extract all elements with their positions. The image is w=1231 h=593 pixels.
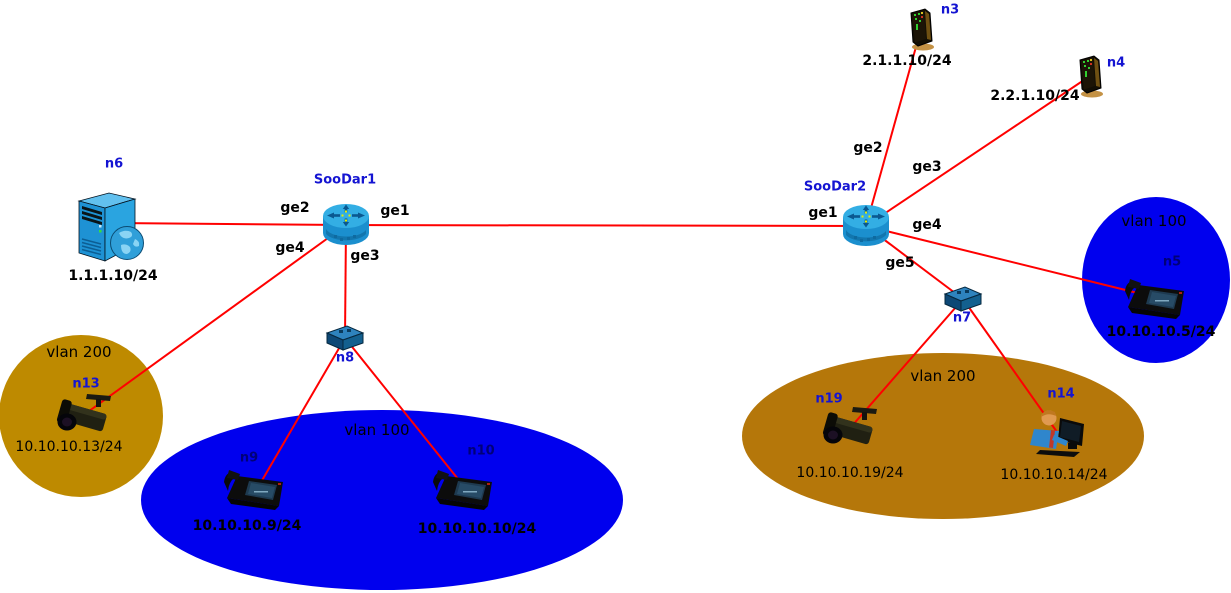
cctv-camera-icon[interactable] bbox=[53, 391, 117, 437]
switch-icon[interactable] bbox=[942, 284, 984, 314]
server-tower-icon[interactable] bbox=[906, 7, 936, 51]
interface-label-SooDar1-ge4: ge4 bbox=[275, 240, 305, 256]
link-n6-SooDar1[interactable] bbox=[108, 222, 347, 226]
interface-label-SooDar1-ge3: ge3 bbox=[350, 248, 380, 264]
link-n8-n10[interactable] bbox=[344, 337, 467, 490]
interface-label-SooDar2-ge5: ge5 bbox=[885, 255, 915, 271]
ip-phone-icon[interactable] bbox=[1122, 275, 1194, 321]
interface-label-SooDar2-ge4: ge4 bbox=[912, 217, 942, 233]
node-label: n8 bbox=[335, 350, 355, 366]
node-label: n10 bbox=[467, 443, 495, 459]
server-tower-icon[interactable] bbox=[1075, 54, 1105, 98]
vlan-ellipse-vlan100-bottom[interactable] bbox=[141, 410, 623, 590]
node-ip-label: 10.10.10.9/24 bbox=[192, 518, 302, 534]
node-ip-label: 10.10.10.13/24 bbox=[15, 439, 123, 455]
node-label: n5 bbox=[1162, 254, 1182, 270]
node-ip-label: 2.1.1.10/24 bbox=[862, 53, 952, 69]
vlan-ellipse-vlan100-right[interactable] bbox=[1082, 197, 1230, 363]
link-SooDar2-n3[interactable] bbox=[865, 28, 922, 227]
node-label: SooDar1 bbox=[313, 172, 377, 188]
node-label: n9 bbox=[239, 450, 259, 466]
link-SooDar2-n4[interactable] bbox=[865, 75, 1091, 227]
interface-label-SooDar2-ge1: ge1 bbox=[808, 205, 838, 221]
interface-label-SooDar2-ge2: ge2 bbox=[853, 140, 883, 156]
vlan-label: vlan 200 bbox=[910, 367, 976, 385]
node-label: n14 bbox=[1047, 386, 1075, 402]
vlan-label: vlan 200 bbox=[46, 343, 112, 361]
link-SooDar1-SooDar2[interactable] bbox=[345, 224, 867, 227]
link-n7-n14[interactable] bbox=[962, 298, 1058, 433]
pc-user-icon[interactable] bbox=[1026, 406, 1088, 458]
node-label: n7 bbox=[952, 310, 972, 326]
node-label: n19 bbox=[815, 391, 843, 407]
link-n8-n9[interactable] bbox=[256, 337, 346, 490]
link-SooDar1-n13[interactable] bbox=[84, 224, 347, 415]
node-label: n6 bbox=[104, 156, 124, 172]
switch-icon[interactable] bbox=[324, 323, 366, 353]
ip-phone-icon[interactable] bbox=[221, 466, 293, 512]
interface-label-SooDar1-ge1: ge1 bbox=[380, 203, 410, 219]
node-ip-label: 2.2.1.10/24 bbox=[990, 88, 1080, 104]
node-label: n13 bbox=[72, 376, 100, 392]
node-ip-label: 1.1.1.10/24 bbox=[68, 268, 158, 284]
host-server-icon[interactable] bbox=[69, 181, 149, 265]
link-n7-n19[interactable] bbox=[850, 298, 964, 428]
link-SooDar2-n5[interactable] bbox=[865, 225, 1159, 299]
node-label: SooDar2 bbox=[803, 179, 867, 195]
router-icon[interactable] bbox=[840, 200, 892, 252]
router-icon[interactable] bbox=[320, 199, 372, 251]
node-ip-label: 10.10.10.5/24 bbox=[1106, 324, 1216, 340]
cctv-camera-icon[interactable] bbox=[819, 404, 883, 450]
ip-phone-icon[interactable] bbox=[430, 466, 502, 512]
vlan-label: vlan 100 bbox=[344, 421, 410, 439]
node-ip-label: 10.10.10.19/24 bbox=[796, 465, 904, 481]
node-ip-label: 10.10.10.14/24 bbox=[1000, 467, 1108, 483]
node-ip-label: 10.10.10.10/24 bbox=[417, 521, 537, 537]
interface-label-SooDar1-ge2: ge2 bbox=[280, 200, 310, 216]
interface-label-SooDar2-ge3: ge3 bbox=[912, 159, 942, 175]
vlan-label: vlan 100 bbox=[1121, 212, 1187, 230]
node-label: n4 bbox=[1106, 55, 1126, 71]
node-label: n3 bbox=[940, 2, 960, 18]
